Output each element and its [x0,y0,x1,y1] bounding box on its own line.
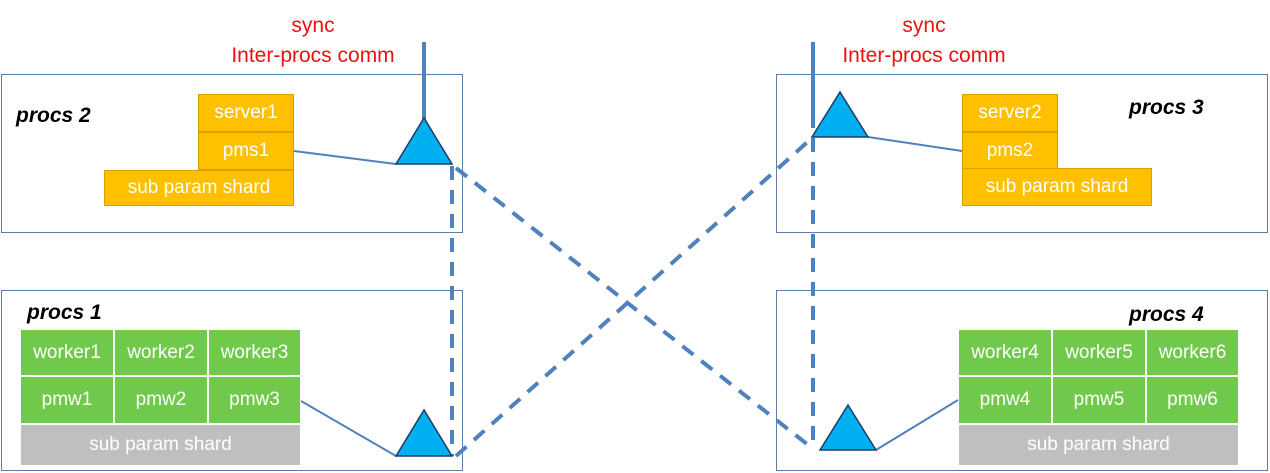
sync-label-right: sync Inter-procs comm [824,11,1024,71]
sync-label-left: sync Inter-procs comm [213,11,413,71]
worker4-block: worker4 [958,329,1052,376]
worker3-block: worker3 [208,329,301,376]
pmw4-block: pmw4 [958,376,1052,424]
pmw3-block: pmw3 [208,376,301,424]
worker2-block: worker2 [114,329,208,376]
procs1-label: procs 1 [27,301,102,324]
worker5-block: worker5 [1052,329,1146,376]
pmw2-block: pmw2 [114,376,208,424]
server2-block: server2 [962,94,1058,132]
pmw6-block: pmw6 [1146,376,1239,424]
procs3-label: procs 3 [1129,96,1204,119]
triangle-procs3 [810,90,870,138]
dashed-diagonal-down [454,166,814,450]
triangle-procs1 [394,408,454,457]
pmw1-block: pmw1 [20,376,114,424]
link-pms1-to-triangle [293,150,397,165]
sync-right-line1: sync [902,14,946,37]
triangle-procs2 [394,116,454,165]
pms1-block: pms1 [198,132,294,170]
procs3-shard-block: sub param shard [962,168,1152,206]
server1-block: server1 [198,94,294,132]
sync-left-line1: sync [291,14,335,37]
pmw5-block: pmw5 [1052,376,1146,424]
link-pmw3-to-triangle [300,400,397,457]
triangle-procs4 [818,403,878,451]
sync-left-line2: Inter-procs comm [231,44,395,67]
procs4-shard-block: sub param shard [958,424,1239,466]
dashed-diagonal-up [454,136,814,458]
procs1-shard-block: sub param shard [20,424,301,466]
procs2-label: procs 2 [16,104,91,127]
link-pms2-to-triangle [867,136,963,152]
sync-right-line2: Inter-procs comm [842,44,1006,67]
procs2-shard-block: sub param shard [104,170,294,206]
pms2-block: pms2 [962,132,1058,170]
worker1-block: worker1 [20,329,114,376]
procs4-label: procs 4 [1129,303,1204,326]
link-pmw4-to-triangle [875,399,959,451]
worker6-block: worker6 [1146,329,1239,376]
